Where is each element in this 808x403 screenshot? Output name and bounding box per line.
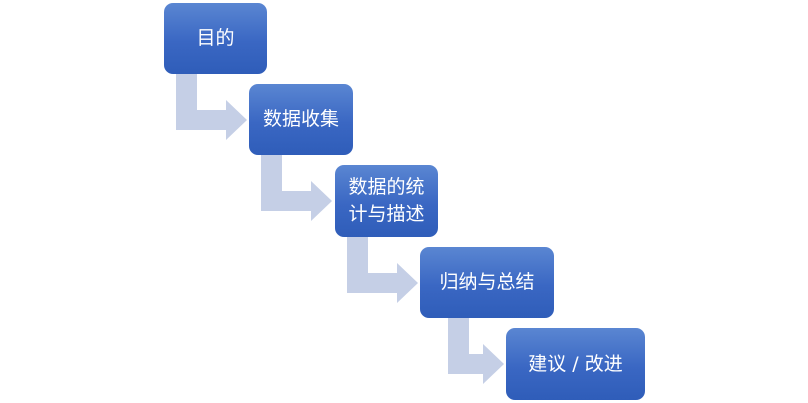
arrow-step2-to-step3 bbox=[261, 155, 332, 221]
step-label: 数据的统计与描述 bbox=[348, 176, 425, 225]
step-box-data-collection: 数据收集 bbox=[249, 84, 353, 155]
step-label: 归纳与总结 bbox=[439, 271, 535, 293]
step-box-purpose: 目的 bbox=[164, 3, 267, 74]
arrow-step1-to-step2 bbox=[176, 74, 247, 140]
step-label: 数据收集 bbox=[262, 108, 339, 130]
step-box-statistics-description: 数据的统计与描述 bbox=[335, 165, 438, 237]
step-box-summary: 归纳与总结 bbox=[420, 247, 554, 318]
step-label: 建议 / 改进 bbox=[528, 352, 623, 375]
step-box-recommendation: 建议 / 改进 bbox=[506, 328, 645, 400]
step-label: 目的 bbox=[196, 27, 235, 49]
arrow-step4-to-step5 bbox=[448, 318, 504, 384]
arrow-step3-to-step4 bbox=[347, 237, 418, 303]
